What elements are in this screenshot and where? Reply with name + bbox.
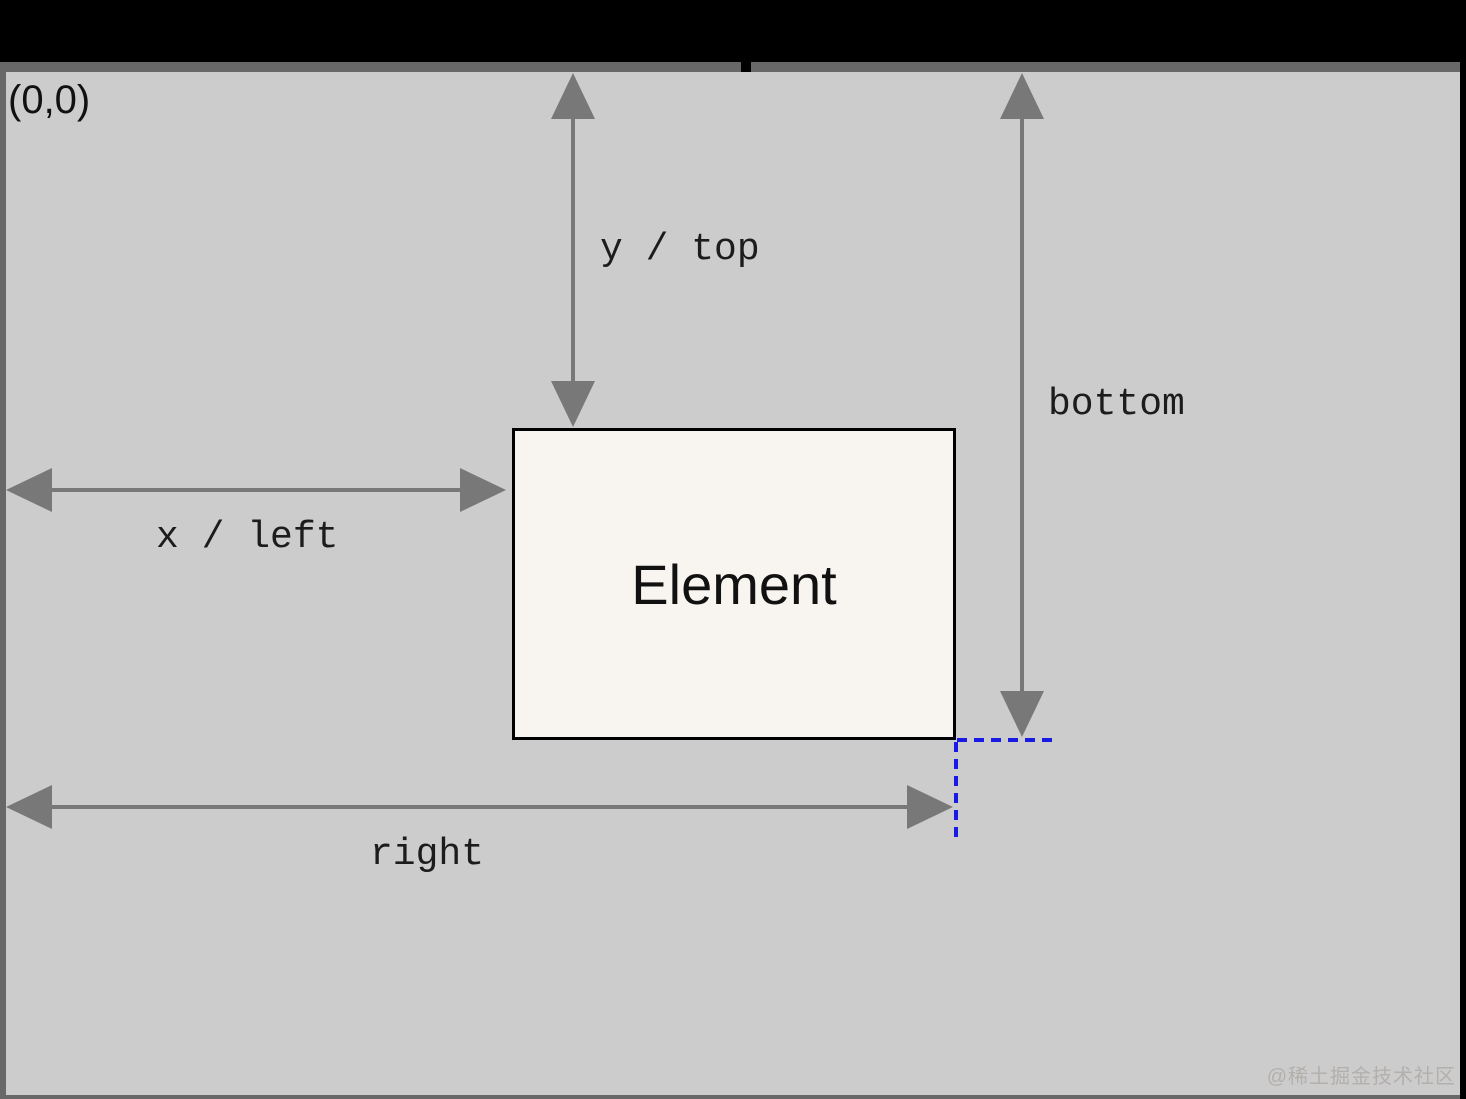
- element-box-label: Element: [631, 552, 837, 616]
- y-top-double-arrow-icon: [551, 73, 595, 427]
- bottom-double-arrow-icon: [1000, 73, 1044, 737]
- caret-notch: [741, 62, 751, 72]
- origin-coordinates-label: (0,0): [8, 78, 91, 122]
- x-left-double-arrow-icon: [6, 468, 506, 512]
- y-top-arrow-label: y / top: [600, 228, 760, 271]
- window-frame: (0,0) y / top x / left bottom right Elem…: [0, 62, 1460, 1099]
- watermark-text: @稀土掘金技术社区: [1266, 1066, 1456, 1088]
- bounding-corner-guides: [954, 738, 1059, 844]
- right-double-arrow-icon: [6, 785, 953, 829]
- right-arrow-label: right: [370, 833, 485, 876]
- letterbox-top-bar: [0, 0, 1466, 62]
- bottom-arrow-label: bottom: [1048, 383, 1185, 426]
- arrows-layer: [6, 73, 1059, 844]
- element-box: Element: [512, 428, 956, 740]
- x-left-arrow-label: x / left: [156, 516, 339, 559]
- diagram-canvas: (0,0) y / top x / left bottom right Elem…: [6, 72, 1460, 1095]
